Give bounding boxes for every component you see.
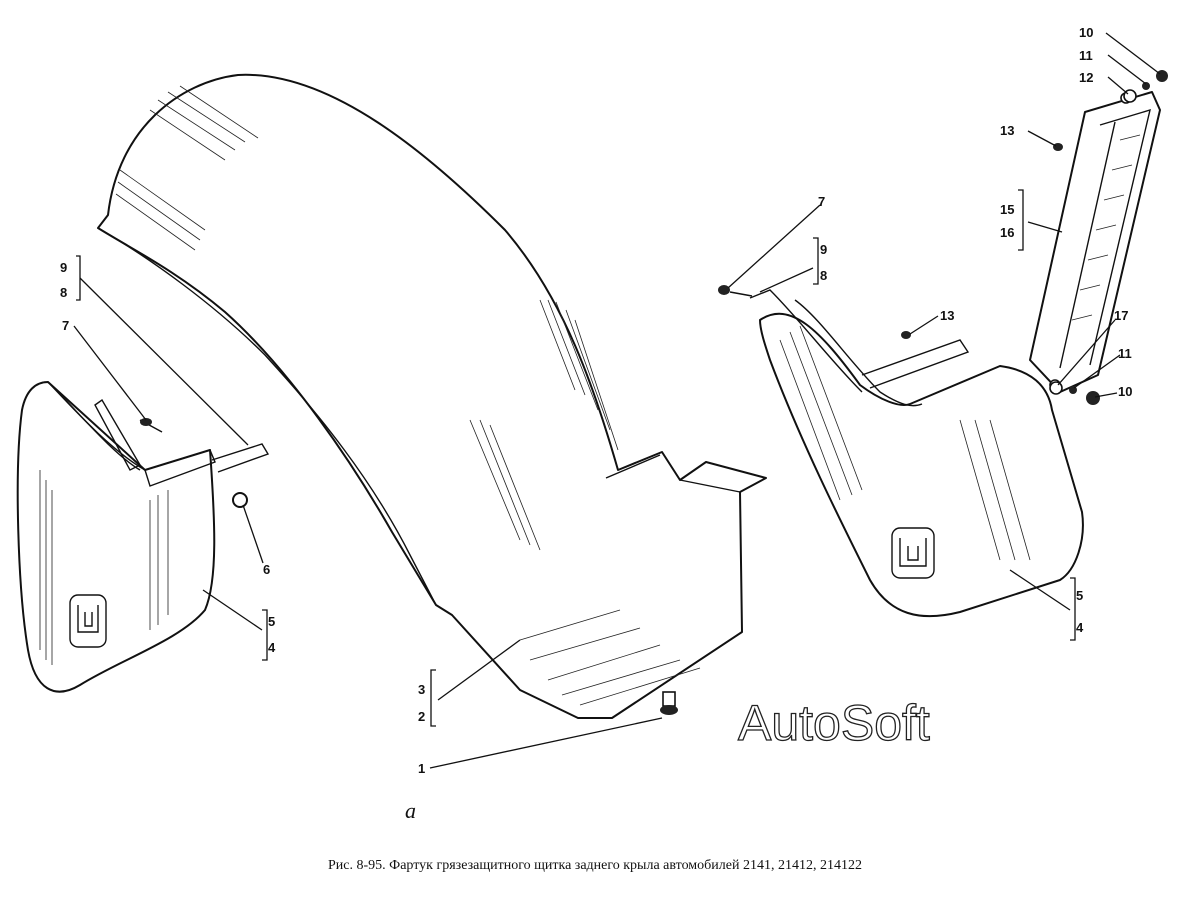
bolt-1: [660, 691, 678, 715]
label-10-top: 10: [1079, 25, 1093, 40]
label-4-left: 4: [268, 640, 276, 655]
right-fasteners: [718, 285, 911, 339]
fender-shield: [97, 73, 767, 719]
left-fasteners: [139, 418, 248, 508]
label-7-left: 7: [62, 318, 69, 333]
right-flap-emblem: [891, 527, 935, 579]
label-10-bottom: 10: [1118, 384, 1132, 399]
nut-6: [232, 492, 248, 508]
label-8-left: 8: [60, 285, 67, 300]
label-8-right: 8: [820, 268, 827, 283]
label-5-right: 5: [1076, 588, 1083, 603]
label-6: 6: [263, 562, 270, 577]
label-5-left: 5: [268, 614, 275, 629]
label-9-right: 9: [820, 242, 827, 257]
right-flap-shading: [779, 325, 1031, 561]
label-2: 2: [418, 709, 425, 724]
label-11-top: 11: [1079, 48, 1093, 63]
label-3: 3: [418, 682, 425, 697]
washer-11-top: [1142, 82, 1150, 90]
figure-caption: Рис. 8-95. Фартук грязезащитного щитка з…: [328, 858, 862, 873]
label-9-left: 9: [60, 260, 67, 275]
label-15: 15: [1000, 202, 1014, 217]
left-mud-flap: [16, 381, 270, 693]
leader-lines: [73, 32, 1161, 769]
label-7-right: 7: [818, 194, 825, 209]
nut-10-bottom: [1086, 391, 1100, 405]
label-4-right: 4: [1076, 620, 1084, 635]
label-12: 12: [1079, 70, 1093, 85]
label-13-top: 13: [1000, 123, 1014, 138]
label-16: 16: [1000, 225, 1014, 240]
label-1: 1: [418, 761, 425, 776]
label-13-mid: 13: [940, 308, 954, 323]
screw-7-right: [718, 285, 730, 295]
screw-13-mid: [901, 331, 911, 339]
watermark: AutoSoft: [738, 695, 930, 751]
callout-labels: 1 2 3 4 5 6 7 8 9 7 8 9 13 5 4 10 11 12 …: [60, 25, 1132, 776]
label-17: 17: [1114, 308, 1128, 323]
left-flap-emblem: [69, 594, 107, 648]
subfigure-letter: a: [405, 798, 416, 823]
washer-17: [1049, 381, 1063, 395]
left-flap-shading: [39, 470, 169, 665]
mounting-bracket: [1029, 91, 1161, 393]
label-11-bottom: 11: [1118, 346, 1132, 361]
bolt-13-top: [1053, 143, 1063, 151]
right-mud-flap: [749, 289, 1084, 618]
fender-shading: [115, 85, 701, 706]
